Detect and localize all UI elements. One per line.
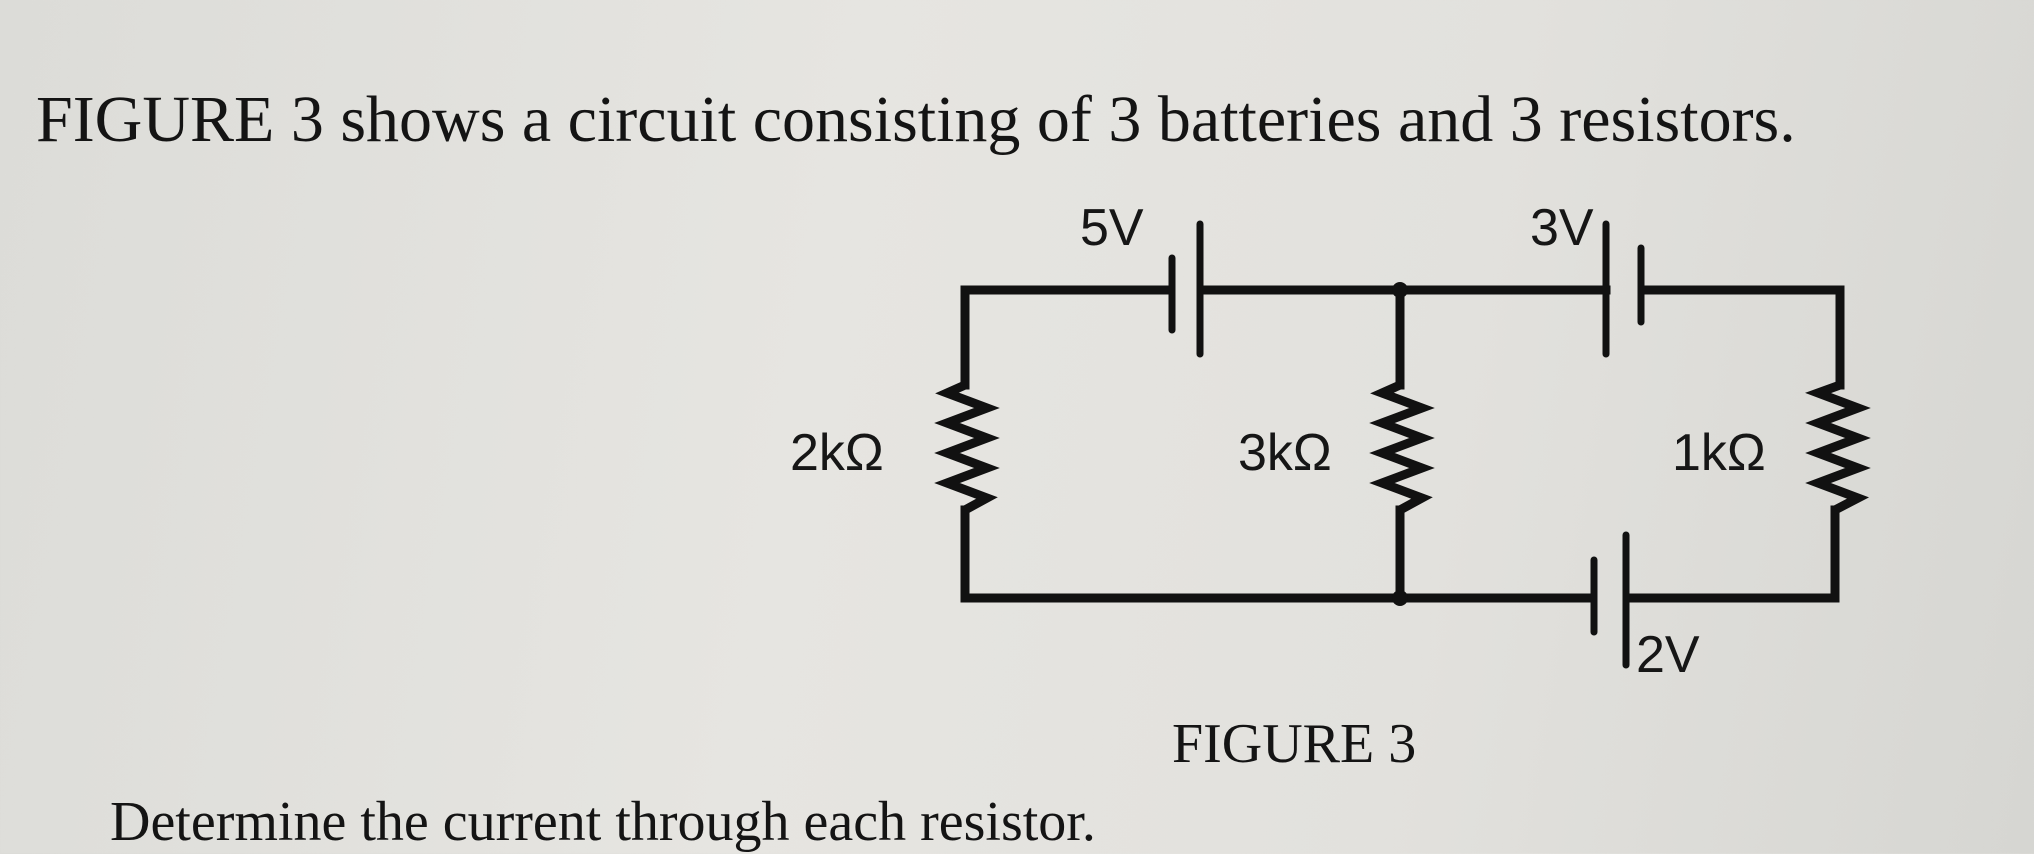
junction-top (1392, 282, 1408, 298)
battery-2v-label: 2V (1636, 626, 1700, 684)
wire-bottom-right (1395, 505, 1840, 603)
figure-caption: FIGURE 3 (1172, 713, 1417, 775)
resistor-2k-label: 2kΩ (790, 424, 884, 482)
junction-bottom (1392, 590, 1408, 606)
battery-5v-label: 5V (1080, 199, 1144, 257)
question-text: Determine the current through each resis… (110, 791, 1096, 853)
resistor-1k-label: 1kΩ (1672, 424, 1766, 482)
resistor-3k-label: 3kΩ (1238, 424, 1332, 482)
resistor-2k (934, 380, 1000, 514)
battery-5v (1168, 220, 1204, 358)
battery-2v (1590, 531, 1630, 669)
resistor-1k (1805, 380, 1871, 514)
problem-intro-text: FIGURE 3 shows a circuit consisting of 3… (36, 83, 1796, 156)
battery-3v (1602, 220, 1645, 358)
wire-left (960, 285, 1405, 603)
wire-top-right (1395, 285, 1845, 390)
resistor-3k (1369, 380, 1435, 514)
battery-3v-label: 3V (1530, 199, 1594, 257)
